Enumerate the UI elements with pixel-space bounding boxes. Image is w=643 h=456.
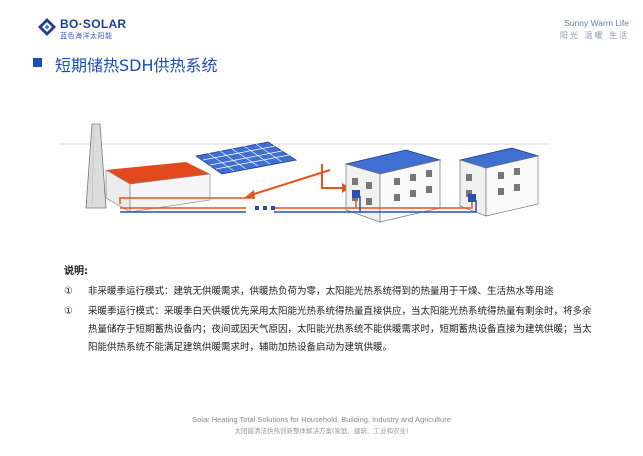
page-title: 短期储热SDH供热系统 [55,56,218,75]
flow-arrows [244,164,350,199]
title-bullet-icon [33,58,42,67]
footer: Solar Heating Total Solutions for Househ… [0,415,643,435]
header: BO·SOLAR 蓝色海洋太阳能 Sunny Warm Life 阳光 温暖 生… [0,0,643,50]
note-item: ① 非采暖季运行模式：建筑无供暖需求，供暖热负荷为零，太阳能光热系统得到的热量用… [64,283,594,301]
supply-pipe [119,196,473,209]
note-text: 采暖季运行模式：采暖季白天供暖优先采用太阳能光热系统得热量直接供应，当太阳能光热… [88,306,592,353]
footer-chinese: 太阳能清洁供热创新整体解决方案(家庭、建筑、工业和农业) [234,427,409,435]
boiler-house [105,162,211,213]
slogan: Sunny Warm Life 阳光 温暖 生活 [560,18,629,41]
notes-section: 说明: ① 非采暖季运行模式：建筑无供暖需求，供暖热负荷为零，太阳能光热系统得到… [64,262,594,359]
note-number: ① [64,306,73,317]
note-number: ① [64,286,73,297]
logo: BO·SOLAR 蓝色海洋太阳能 [36,16,186,48]
footer-english: Solar Heating Total Solutions for Househ… [192,415,451,424]
chimney [85,123,107,209]
storage-tank-icon [352,190,476,202]
slogan-chinese: 阳光 温暖 生活 [559,31,629,40]
logo-subtitle: 蓝色海洋太阳能 [60,32,113,40]
solar-collector-field-icon [194,141,298,175]
logo-text: BO·SOLAR [60,17,127,31]
notes-heading: 说明: [64,266,88,277]
logo-icon [38,18,56,36]
note-item: ① 采暖季运行模式：采暖季白天供暖优先采用太阳能光热系统得热量直接供应，当太阳能… [64,303,594,357]
note-text: 非采暖季运行模式：建筑无供暖需求，供暖热负荷为零，太阳能光热系统得到的热量用于干… [88,286,554,297]
slogan-english: Sunny Warm Life [564,18,629,28]
return-pipe [120,196,477,213]
building-2 [458,147,540,217]
system-diagram [60,123,550,223]
